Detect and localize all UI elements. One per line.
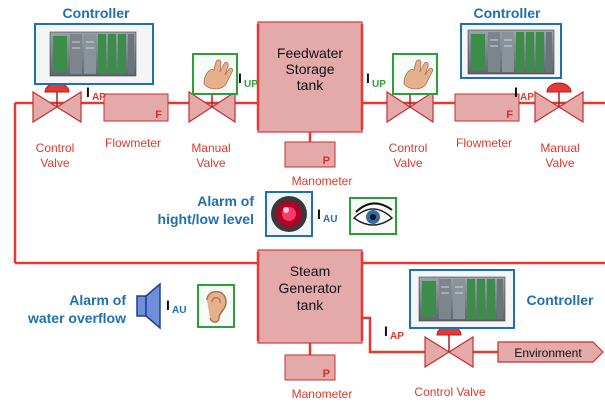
manual-valve-2-label-2: Valve (545, 156, 574, 170)
manual-valve-2: Manual Valve (534, 82, 584, 170)
manometer-top-label: Manometer (292, 174, 353, 188)
level-alarm: Alarm of hight/low level (158, 191, 397, 237)
signal-i: I (514, 84, 518, 100)
signal-i: I (317, 206, 321, 222)
manometer-bottom: P Manometer (284, 354, 353, 401)
control-valve-2: Control Valve (386, 89, 434, 170)
control-valve-1: Control Valve (32, 82, 82, 170)
feedwater-tank-label-1: Feedwater (277, 45, 343, 61)
steam-tank-label-2: Generator (278, 280, 341, 296)
plc-icon (49, 31, 137, 77)
environment-label: Environment (514, 346, 582, 360)
control-valve-3: Control Valve (414, 325, 486, 399)
flowmeter-left: F Flowmeter (103, 93, 169, 150)
steam-tank-label-3: tank (297, 297, 324, 313)
controller-bottom-right: Controller (409, 269, 594, 329)
flowmeter-right-f: F (506, 109, 513, 121)
signal-ap-3: I AP (384, 323, 404, 342)
manometer-top-p: P (323, 155, 330, 167)
overflow-alarm-label-2: water overflow (27, 310, 126, 326)
manual-input-left (192, 53, 238, 95)
signal-ap-sub: AP (520, 92, 534, 103)
controller-top-left: Controller (34, 5, 154, 85)
signal-i: I (366, 70, 370, 86)
manometer-top: P Manometer (284, 141, 353, 188)
overflow-alarm: Alarm of water overflow (27, 282, 235, 330)
feedwater-tank-label-2: Storage (285, 61, 334, 77)
overflow-alarm-label-1: Alarm of (69, 292, 126, 308)
signal-i: I (384, 323, 388, 339)
flowmeter-left-label: Flowmeter (105, 136, 161, 150)
eye-icon (352, 202, 394, 226)
signal-ap-1: I AP (86, 84, 106, 103)
signal-au-sub: AU (172, 305, 186, 316)
environment-outlet: Environment (497, 341, 604, 363)
manual-valve-1-label-2: Valve (196, 156, 225, 170)
flowmeter-left-f: F (155, 109, 162, 121)
signal-up-2: I UP (366, 70, 386, 90)
controller-top-right: Controller (460, 5, 562, 79)
signal-up-sub: UP (372, 79, 386, 90)
manual-valve-1-label-1: Manual (191, 141, 230, 155)
control-valve-3-label: Control Valve (414, 385, 485, 399)
controller-top-left-title: Controller (63, 5, 130, 21)
flowmeter-right-label: Flowmeter (456, 136, 512, 150)
control-valve-1-label-2: Valve (40, 156, 69, 170)
speaker-icon (136, 282, 161, 330)
signal-i: I (238, 70, 242, 86)
level-alarm-label-1: Alarm of (197, 193, 254, 209)
alarm-lamp-icon (271, 196, 307, 232)
signal-ap-sub: AP (92, 92, 106, 103)
manometer-bottom-label: Manometer (292, 387, 353, 401)
plc-icon (418, 276, 506, 322)
feedwater-tank-label-3: tank (297, 77, 324, 93)
signal-up-sub: UP (244, 79, 258, 90)
ear-icon (206, 290, 227, 323)
signal-ap-sub: AP (390, 331, 404, 342)
signal-ap-2: I AP (514, 84, 534, 103)
control-valve-2-label-2: Valve (393, 156, 422, 170)
signal-i: I (86, 84, 90, 100)
manual-valve-2-label-1: Manual (540, 141, 579, 155)
controller-bottom-right-title: Controller (527, 292, 594, 308)
signal-au-sub: AU (323, 214, 337, 225)
plc-icon (467, 29, 555, 75)
control-valve-1-label-1: Control (36, 141, 75, 155)
manometer-bottom-p: P (323, 368, 330, 380)
signal-i: I (166, 297, 170, 313)
controller-top-right-title: Controller (474, 5, 541, 21)
signal-au-1: I AU (317, 206, 337, 225)
feedwater-storage-tank: Feedwater Storage tank (256, 21, 364, 133)
signal-au-2: I AU (166, 297, 186, 316)
steam-tank-label-1: Steam (290, 263, 330, 279)
signal-up-1: I UP (238, 70, 258, 90)
manual-valve-1: Manual Valve (188, 89, 236, 170)
manual-input-right (392, 53, 438, 95)
control-valve-2-label-1: Control (389, 141, 428, 155)
steam-generator-tank: Steam Generator tank (256, 249, 364, 344)
level-alarm-label-2: hight/low level (158, 211, 254, 227)
flowmeter-right: F Flowmeter (454, 93, 520, 150)
